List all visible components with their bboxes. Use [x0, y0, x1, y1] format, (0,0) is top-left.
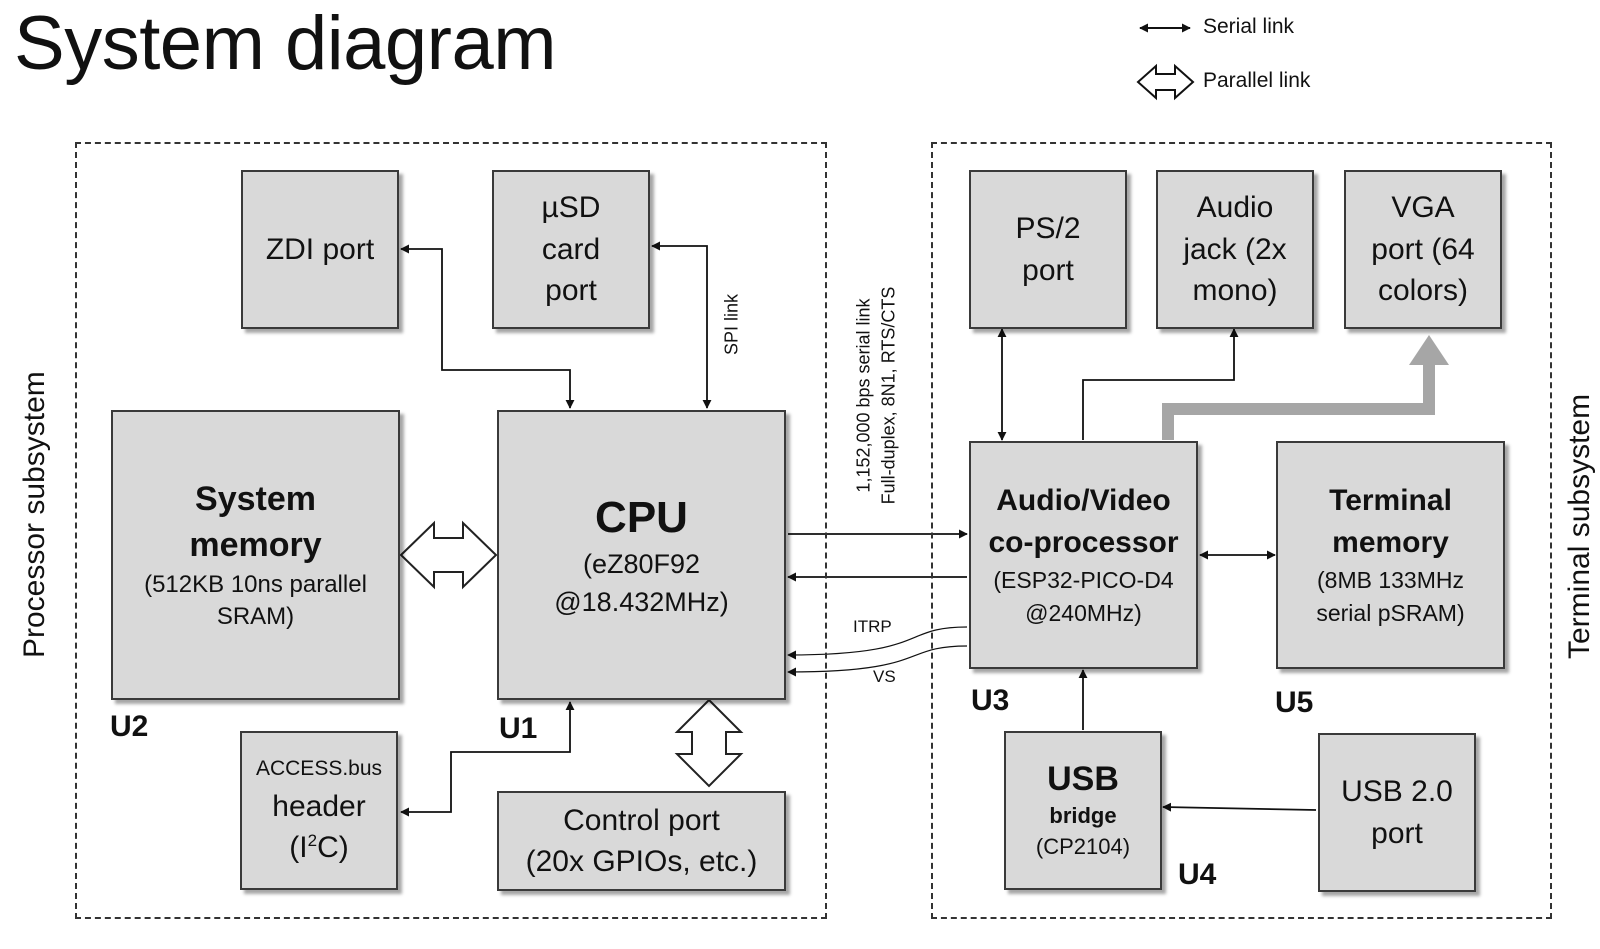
- cpu-sub-1: (eZ80F92: [582, 548, 701, 579]
- itrp-link: [787, 626, 968, 660]
- usbport-line-1: USB 2.0: [1341, 775, 1453, 809]
- usd-line-1: µSD: [541, 191, 601, 225]
- serial-link-label-2: Full-duplex, 8N1, RTS/CTS: [878, 286, 899, 505]
- cpu-title: CPU: [595, 492, 688, 542]
- unit-label-u5: U5: [1275, 686, 1314, 719]
- ps2-port-box: PS/2 port: [969, 170, 1127, 329]
- control-line-2: (20x GPIOs, etc.): [525, 845, 758, 878]
- legend-serial-label: Serial link: [1203, 15, 1295, 38]
- unit-label-u3: U3: [971, 684, 1010, 717]
- accessbus-line-1: ACCESS.bus: [255, 757, 383, 781]
- serial-link-label-1: 1,152,000 bps serial link: [853, 298, 874, 493]
- terminal-memory-box: Terminal memory (8MB 133MHz serial pSRAM…: [1276, 441, 1505, 669]
- avcop-title-1: Audio/Video: [996, 483, 1171, 517]
- vga-line-2: port (64: [1371, 232, 1475, 266]
- control-port-box: Control port (20x GPIOs, etc.): [497, 791, 786, 891]
- vs-label: VS: [873, 667, 896, 686]
- zdi-cpu-link: [400, 244, 575, 409]
- ps2-line-1: PS/2: [1015, 212, 1081, 246]
- page-title: System diagram: [14, 1, 557, 86]
- usbbridge-title-2: bridge: [1049, 802, 1117, 828]
- zdi-port-box: ZDI port: [241, 170, 399, 329]
- audio-jack-box: Audio jack (2x mono): [1156, 170, 1314, 329]
- terminal-subsystem-boundary: [931, 142, 1552, 919]
- sysmem-sub-1: (512KB 10ns parallel: [144, 570, 367, 598]
- system-memory-box: System memory (512KB 10ns parallel SRAM): [111, 410, 400, 700]
- sysmem-cpu-parallel-link: [399, 520, 498, 590]
- processor-subsystem-label: Processor subsystem: [18, 371, 51, 658]
- zdi-port-label: ZDI port: [265, 232, 375, 266]
- avcop-sub-1: (ESP32-PICO-D4: [993, 566, 1174, 593]
- audio-line-1: Audio: [1196, 191, 1274, 225]
- usbport-usbbridge-link: [1162, 802, 1317, 812]
- av-coprocessor-box: Audio/Video co-processor (ESP32-PICO-D4 …: [969, 441, 1198, 669]
- processor-subsystem-boundary: [75, 142, 827, 919]
- audio-line-3: mono): [1192, 274, 1278, 308]
- spi-link-label: SPI link: [721, 293, 742, 356]
- ps2-line-2: port: [1022, 253, 1074, 287]
- coprocessor-vga-link: [1162, 364, 1435, 440]
- unit-label-u4: U4: [1178, 858, 1217, 891]
- cpu-accessbus-link: [400, 701, 575, 817]
- accessbus-header-box: ACCESS.bus header (I2C): [240, 731, 398, 890]
- usd-cpu-spi-link: [651, 241, 712, 409]
- audio-line-2: jack (2x: [1183, 232, 1287, 266]
- control-line-1: Control port: [563, 803, 720, 837]
- usd-card-port-box: µSD card port: [492, 170, 650, 329]
- avcop-sub-2: @240MHz): [1025, 600, 1142, 626]
- usd-line-2: card: [541, 232, 601, 266]
- legend-parallel-arrow: [1136, 63, 1195, 101]
- usd-line-3: port: [545, 274, 597, 308]
- vga-line-3: colors): [1377, 274, 1468, 308]
- usbport-line-2: port: [1371, 816, 1423, 850]
- usb-bridge-box: USB bridge (CP2104): [1004, 731, 1162, 890]
- termmem-sub-2: serial pSRAM): [1316, 600, 1465, 626]
- cpu-box: CPU (eZ80F92 @18.432MHz): [497, 410, 786, 700]
- termmem-sub-1: (8MB 133MHz: [1317, 566, 1464, 593]
- unit-label-u1: U1: [499, 712, 538, 745]
- coprocessor-audio-link: [1082, 328, 1239, 440]
- itrp-label: ITRP: [853, 617, 892, 636]
- vga-arrowhead: [1409, 335, 1449, 365]
- cpu-sub-2: @18.432MHz): [554, 586, 729, 617]
- sysmem-sub-2: SRAM): [216, 602, 295, 630]
- termmem-title-1: Terminal: [1329, 483, 1452, 517]
- vga-line-1: VGA: [1391, 191, 1455, 225]
- termmem-title-2: memory: [1332, 525, 1449, 559]
- vga-port-box: VGA port (64 colors): [1344, 170, 1502, 329]
- legend-parallel-label: Parallel link: [1203, 69, 1311, 92]
- unit-label-u2: U2: [110, 710, 149, 743]
- accessbus-line-2: header: [272, 789, 366, 823]
- vs-link: [787, 645, 968, 677]
- sysmem-title-2: memory: [189, 525, 322, 564]
- usbbridge-sub-1: (CP2104): [1035, 833, 1131, 859]
- cpu-control-parallel-link: [674, 698, 744, 788]
- terminal-subsystem-label: Terminal subsystem: [1563, 393, 1596, 659]
- avcop-title-2: co-processor: [988, 525, 1179, 559]
- accessbus-line-3: (I2C): [289, 831, 349, 865]
- sysmem-title-1: System: [195, 479, 316, 518]
- usbbridge-title-1: USB: [1047, 760, 1119, 799]
- usb-port-box: USB 2.0 port: [1318, 733, 1476, 892]
